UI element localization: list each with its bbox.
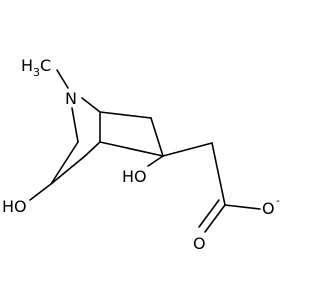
carbonyl-oxygen: O: [193, 234, 206, 253]
bond-carboxyl-o-double-2: [198, 199, 220, 228]
bonds: [29, 69, 261, 233]
carboxylate-charge: -: [276, 194, 280, 207]
bond-carboxyl-o-double-1: [204, 204, 226, 233]
bond-bridgehead-left-choh: [50, 141, 79, 185]
methyl-subscript: 3: [33, 66, 40, 79]
hydroxyl-left: HO: [2, 197, 27, 216]
bond-n-bridgehead-left: [71, 107, 79, 143]
bond-front-quaternary: [99, 141, 164, 157]
bond-carboxyl-ominus: [224, 204, 261, 210]
bond-quaternary-ch2: [162, 142, 213, 157]
methyl-h: H: [21, 56, 33, 75]
bond-quaternary-oh: [147, 155, 164, 167]
methyl-label: H 3 C: [21, 56, 51, 79]
bond-bridgehead-right-ch2: [99, 111, 152, 119]
methyl-c: C: [40, 56, 51, 75]
bond-choh-back: [50, 155, 86, 185]
structure-canvas: H 3 C N HO HO O O -: [2, 56, 280, 253]
bond-choh-oh: [29, 183, 52, 201]
bond-back-front: [84, 141, 101, 157]
bond-n-bridgehead-right: [81, 97, 101, 113]
carboxylate-oxygen: O: [262, 199, 275, 218]
molecule-diagram: H 3 C N HO HO O O -: [2, 56, 280, 253]
hydroxyl-center: HO: [122, 167, 147, 186]
nitrogen-atom: N: [65, 89, 77, 108]
bond-ch2-carboxyl: [211, 142, 226, 206]
bond-ch2-quaternary: [150, 117, 164, 157]
bond-methyl-n: [56, 69, 69, 89]
